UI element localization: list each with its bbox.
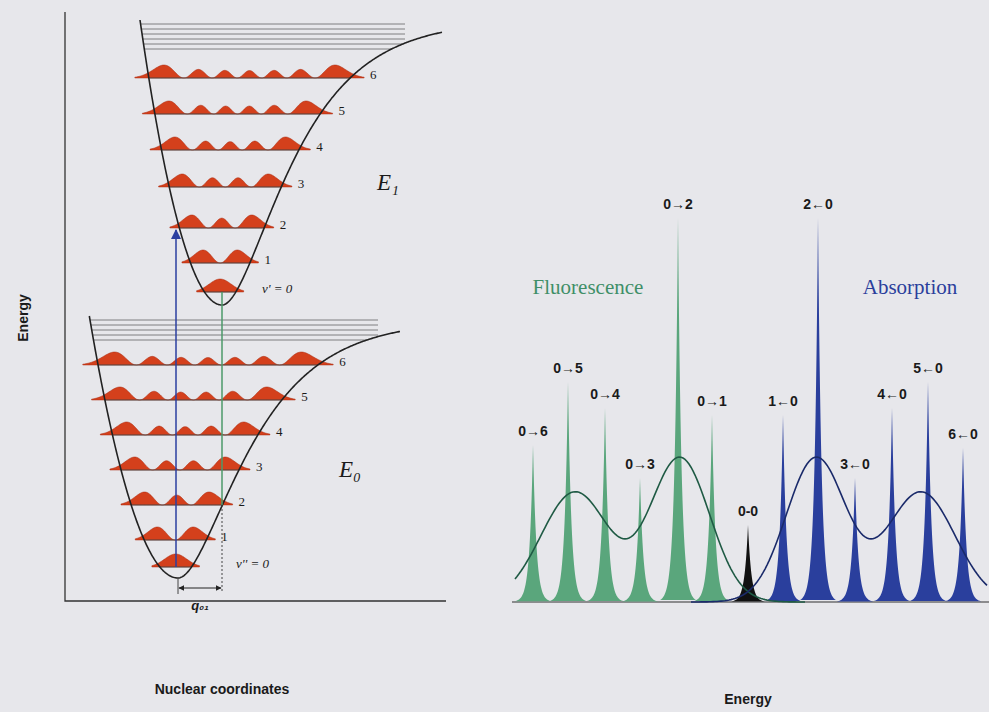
vibrational-level: [169, 187, 281, 188]
emission-line: [221, 292, 223, 505]
wavefunction: [110, 457, 250, 470]
spectral-peak: [550, 382, 586, 601]
vibrational-level: [149, 78, 350, 79]
absorption-arrow: [175, 230, 177, 567]
level-number: 4: [276, 425, 283, 439]
vibrational-level: [131, 505, 222, 506]
absorption-envelope: [691, 457, 987, 602]
wavefunction: [170, 215, 274, 228]
level-number: 3: [256, 460, 263, 474]
state-label: E₁: [377, 170, 399, 195]
continuum-line: [141, 24, 405, 25]
spectral-peak: [910, 382, 946, 601]
excited-state-well: [135, 20, 442, 305]
continuum-line: [144, 44, 403, 45]
level-number: 6: [339, 355, 346, 369]
vibrational-level: [179, 228, 264, 229]
vibrational-level: [155, 114, 320, 115]
wavefunction: [159, 174, 292, 187]
peak-label: 0→3: [625, 457, 655, 472]
spectral-peak: [800, 218, 836, 600]
wavefunction: [100, 422, 270, 435]
peak-label: 0→2: [663, 197, 693, 212]
continuum-line: [93, 335, 378, 336]
spectral-peak: [730, 525, 766, 602]
axis-title: Nuclear coordinates: [155, 682, 290, 697]
level-number: 1: [221, 530, 228, 544]
wavefunction: [121, 492, 233, 505]
continuum-line: [91, 325, 378, 326]
continuum-line: [143, 39, 405, 40]
level-number: v'' = 0: [236, 557, 269, 571]
fluorescence-envelope: [515, 457, 805, 602]
peak-label: 2←0: [803, 197, 833, 212]
peak-label: 0→4: [590, 387, 620, 402]
vibrational-level: [121, 470, 239, 471]
peak-label: 6←0: [948, 427, 978, 442]
wavefunction: [150, 137, 310, 150]
spectral-peak: [874, 408, 910, 601]
continuum-line: [93, 340, 366, 341]
wavefunction: [135, 65, 364, 78]
axis-lines: [65, 12, 446, 601]
level-number: 6: [370, 68, 377, 82]
continuum-line: [90, 320, 378, 321]
potential-curve: [89, 316, 400, 578]
vibrational-level: [204, 292, 235, 293]
spectral-peak: [622, 478, 658, 601]
vibrational-level: [191, 263, 250, 264]
peak-label: 0→1: [697, 394, 727, 409]
level-number: 2: [239, 495, 246, 509]
vibrational-level: [162, 150, 299, 151]
peak-label: 0→6: [518, 424, 548, 439]
axis-title: Energy: [724, 692, 771, 707]
peak-label: 0→5: [553, 361, 583, 376]
displacement-bracket: [179, 588, 221, 589]
vibrational-level: [112, 435, 257, 436]
continuum-line: [141, 29, 405, 30]
spectrum-title: Fluorescence: [533, 276, 644, 299]
bracket-tick: [178, 578, 179, 594]
level-number: 2: [280, 218, 287, 232]
level-number: 4: [316, 140, 323, 154]
wavefunction: [92, 387, 296, 400]
peak-label: 0-0: [738, 504, 758, 519]
wavefunction: [142, 101, 332, 114]
level-number: 5: [339, 104, 346, 118]
spectral-peak: [694, 415, 730, 601]
peak-label: 1←0: [768, 394, 798, 409]
level-number: 5: [301, 390, 308, 404]
level-number: v' = 0: [262, 282, 292, 296]
peak-label: 4←0: [877, 387, 907, 402]
continuum-line: [142, 34, 405, 35]
axis-label: Energy: [16, 294, 31, 341]
spectral-peak: [660, 218, 696, 600]
dotted-guide: [222, 505, 223, 592]
spectral-peaks: [515, 218, 981, 602]
state-label: E₀: [339, 457, 361, 482]
vibrational-level: [98, 365, 318, 366]
continuum-line: [144, 49, 391, 50]
potential-curve: [140, 20, 442, 305]
level-number: 1: [264, 253, 271, 267]
spectral-peak: [515, 445, 551, 601]
vibrational-level: [105, 400, 282, 401]
ground-state-well: [83, 316, 400, 578]
spectral-peak: [765, 415, 801, 601]
level-number: 3: [298, 177, 305, 191]
spectrum-title: Absorption: [863, 276, 958, 299]
spectral-peak: [945, 448, 981, 601]
displacement-label: q₀₁: [191, 599, 209, 613]
wavefunction: [83, 352, 333, 365]
peak-label: 5←0: [913, 361, 943, 376]
peak-label: 3←0: [840, 457, 870, 472]
wavefunction: [182, 250, 258, 263]
continuum-line: [92, 330, 378, 331]
